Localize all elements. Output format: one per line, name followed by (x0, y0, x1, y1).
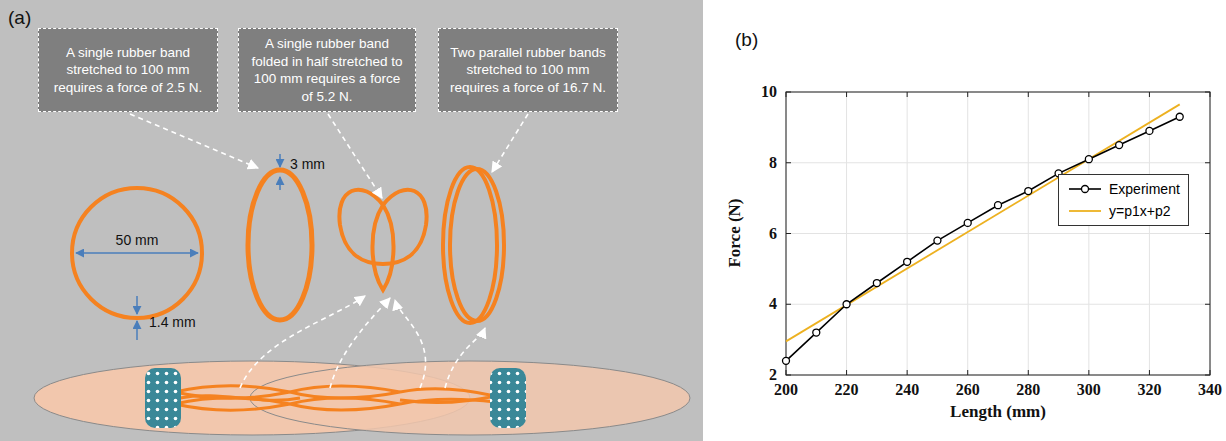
tick-label: 200 (774, 381, 798, 399)
dimension-label: 3 mm (290, 156, 325, 172)
dimension-label: 1.4 mm (149, 314, 196, 330)
callout-text: A single rubber band folded in half stre… (247, 35, 407, 105)
dimension-label: 50 mm (116, 232, 159, 248)
callout-box: A single rubber band stretched to 100 mm… (38, 28, 218, 112)
callout-text: Two parallel rubber bands stretched to 1… (447, 44, 609, 97)
leader-arrow (130, 114, 528, 388)
legend-box: Experiment y=p1x+p2 (1058, 174, 1189, 226)
legend-sample (1067, 180, 1103, 198)
tick-label: 320 (1137, 381, 1161, 399)
panel-letter: (a) (8, 7, 31, 29)
teal-pad (490, 368, 526, 428)
pad-holes (145, 368, 181, 428)
callout-box: Two parallel rubber bands stretched to 1… (438, 28, 618, 112)
rubber-band (450, 169, 504, 321)
rubber-band (72, 188, 202, 318)
legend-sample (1067, 202, 1103, 220)
legend-text: y=p1x+p2 (1109, 203, 1171, 219)
dimension-arrow (279, 154, 281, 167)
dimension-arrow (136, 296, 138, 314)
chart-frame (783, 92, 1211, 375)
tick-label: 340 (1198, 381, 1222, 399)
dimension-arrow (76, 252, 198, 254)
pad-holes (490, 368, 526, 428)
tick-label: 280 (1016, 381, 1040, 399)
tick-label: 300 (1077, 381, 1101, 399)
tick-label: 220 (835, 381, 859, 399)
dimension-arrow (279, 177, 281, 190)
teal-pad (145, 368, 181, 428)
tick-label: 10 (761, 83, 777, 101)
legend-text: Experiment (1109, 181, 1180, 197)
skin-patch (250, 361, 690, 435)
callout-box: A single rubber band folded in half stre… (238, 28, 416, 112)
tick-label: 4 (769, 295, 777, 313)
axis-title: Length (mm) (950, 402, 1046, 422)
axis-title: Force (N) (725, 198, 745, 267)
rubber-band (248, 170, 312, 320)
tick-label: 8 (769, 154, 777, 172)
dimension-arrow (136, 321, 138, 340)
panel-letter: (b) (735, 29, 758, 51)
folded-band (339, 190, 426, 264)
tick-label: 6 (769, 225, 777, 243)
panel-background (0, 0, 703, 441)
tick-label: 240 (895, 381, 919, 399)
folded-band (372, 205, 393, 290)
band-assembly (175, 386, 495, 410)
callout-text: A single rubber band stretched to 100 mm… (47, 44, 209, 97)
tick-label: 260 (956, 381, 980, 399)
